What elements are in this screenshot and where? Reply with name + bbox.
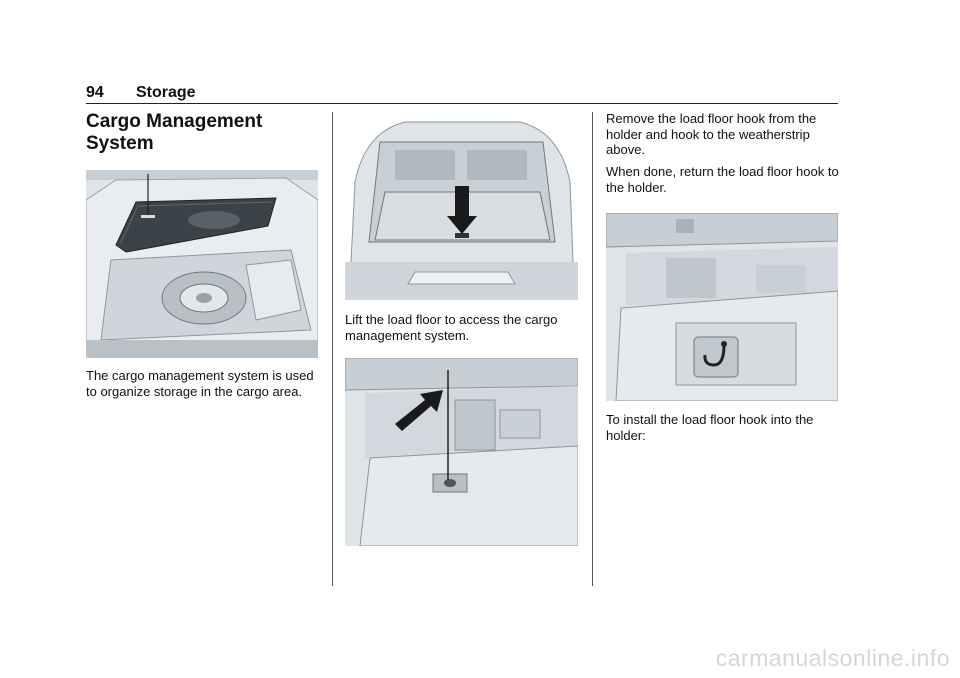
figure-load-floor-hook — [345, 358, 578, 546]
hook-icon — [703, 341, 727, 367]
column3-paragraph-2: When done, return the load floor hook to… — [606, 164, 839, 195]
figure-hook-holder — [606, 213, 838, 401]
page-header: 94 Storage — [86, 84, 838, 106]
column1-paragraph: The cargo management system is used to o… — [86, 368, 314, 399]
header-rule — [86, 103, 838, 104]
column-divider-2 — [592, 112, 593, 586]
watermark: carmanualsonline.info — [715, 645, 950, 671]
section-title: Storage — [136, 84, 196, 101]
column2-paragraph: Lift the load floor to access the cargo … — [345, 312, 558, 343]
pointer-arrow-icon — [395, 390, 443, 431]
figure-rear-cargo-view — [345, 112, 578, 300]
page-title: Cargo Management System — [86, 111, 263, 154]
column3-paragraph-3: To install the load floor hook into the … — [606, 412, 814, 443]
figure-open-load-floor — [86, 170, 318, 358]
down-arrow-icon — [447, 186, 477, 234]
column3-paragraph-1: Remove the load floor hook from the hold… — [606, 111, 817, 157]
column-divider-1 — [332, 112, 333, 586]
page-number: 94 — [86, 84, 104, 101]
